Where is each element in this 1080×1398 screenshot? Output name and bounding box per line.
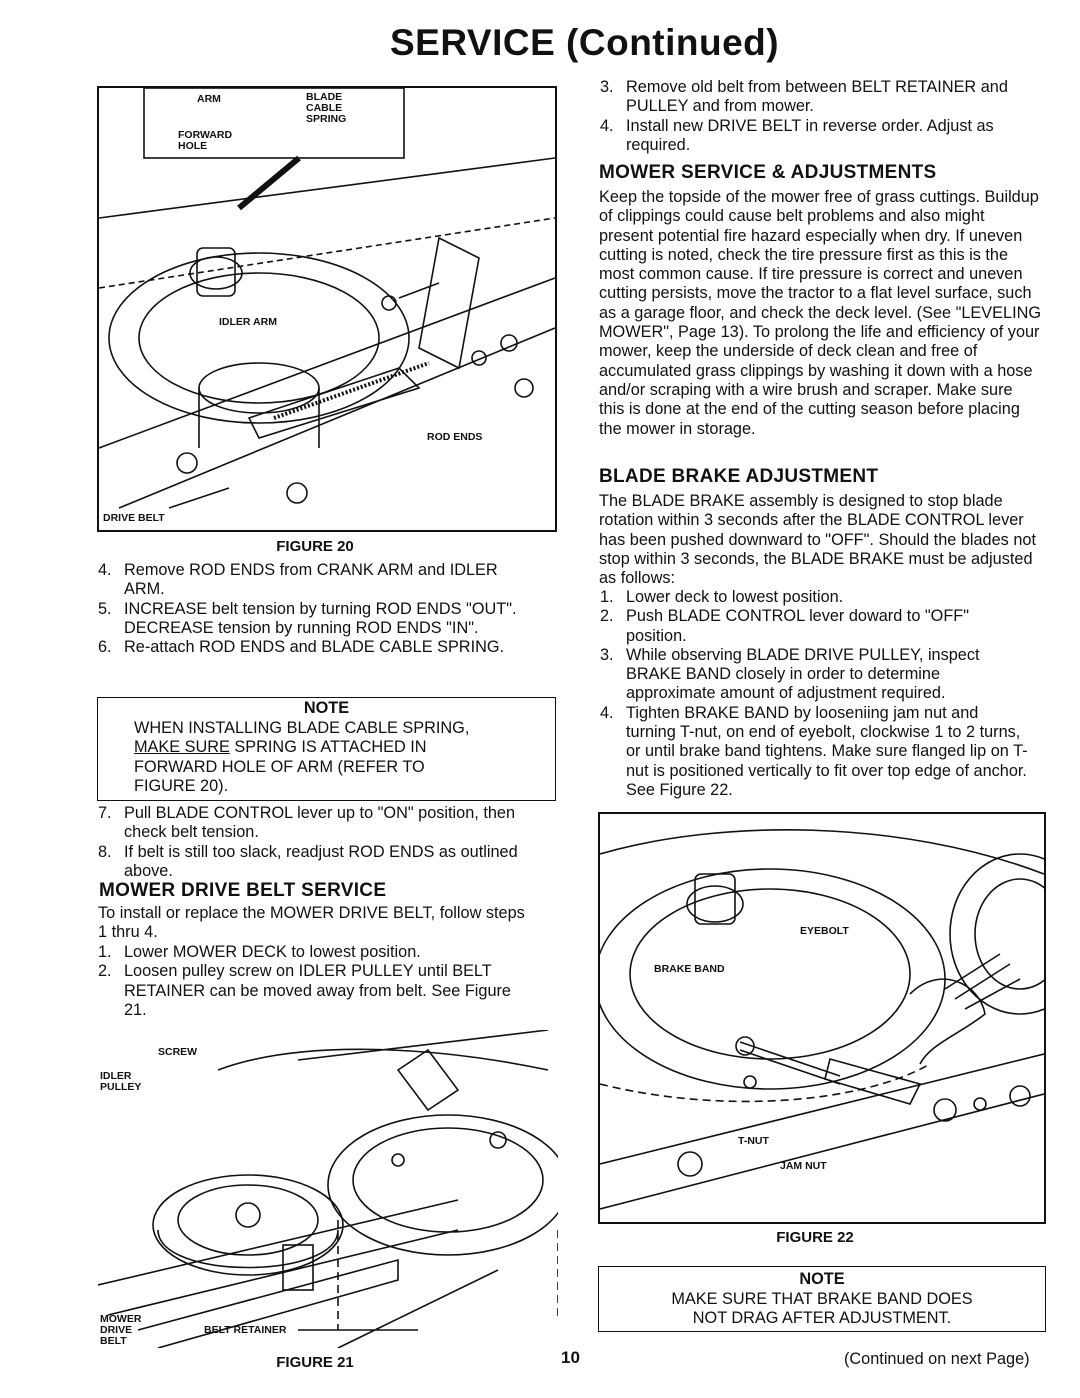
list-item: 1. Lower MOWER DECK to lowest position. [98,943,523,962]
note-box-brake-band: NOTE MAKE SURE THAT BRAKE BAND DOES NOT … [598,1266,1046,1332]
step-number: 2. [98,962,112,981]
fig21-label-idler-pulley: IDLER PULLEY [100,1070,142,1093]
fig21-label-belt-retainer: BELT RETAINER [204,1324,287,1336]
figure-22-caption: FIGURE 22 [776,1229,854,1246]
page-title: SERVICE (Continued) [390,22,780,63]
drive-belt-steps: 1. Lower MOWER DECK to lowest position. 2… [98,943,523,1020]
list-item: 4. Remove ROD ENDS from CRANK ARM and IDL… [98,561,518,600]
note-line: FORWARD HOLE OF ARM (REFER TO [134,757,425,776]
mower-service-body: Keep the topside of the mower free of gr… [599,188,1042,438]
figure-20-illustration: ARM BLADE CABLE SPRING FORWARD HOLE IDLE… [97,86,557,532]
blade-brake-body: The BLADE BRAKE assembly is designed to … [599,492,1036,588]
list-item: 2. Push BLADE CONTROL lever doward to "OF… [600,607,1030,646]
page-number: 10 [561,1348,580,1367]
list-item: 1. Lower deck to lowest position. [600,588,1030,607]
step-number: 6. [98,638,112,657]
step-number: 3. [600,78,614,96]
list-item: 6. Re-attach ROD ENDS and BLADE CABLE SPR… [98,638,518,657]
list-item: 2. Loosen pulley screw on IDLER PULLEY un… [98,962,523,1020]
note-title: NOTE [303,699,350,717]
figure-20-drawing [99,88,555,509]
step-text: INCREASE belt tension by turning ROD END… [124,599,517,637]
rod-end-steps: 4. Remove ROD ENDS from CRANK ARM and IDL… [98,561,518,657]
list-item: 4. Install new DRIVE BELT in reverse orde… [600,117,1045,156]
step-text: Remove old belt from between BELT RETAIN… [626,78,1008,116]
step-number: 1. [600,588,614,606]
fig20-label-forward-hole: FORWARD HOLE [178,129,233,152]
step-text: Remove ROD ENDS from CRANK ARM and IDLER… [124,561,498,599]
step-text: Lower deck to lowest position. [626,588,844,606]
figure-21-illustration: SCREW IDLER PULLEY MOWER DRIVE BELT BELT… [98,1030,558,1348]
list-item: 8. If belt is still too slack, readjust R… [98,843,518,882]
fig22-label-brake-band: BRAKE BAND [654,963,725,975]
fig20-label-rod-ends: ROD ENDS [427,431,483,443]
list-item: 4. Tighten BRAKE BAND by looseniing jam n… [600,704,1030,800]
fig21-label-mower-drive-belt: MOWER DRIVE BELT [100,1313,142,1347]
note-emphasis: MAKE SURE [134,738,230,756]
step-number: 4. [600,116,614,135]
section-heading-blade-brake: BLADE BRAKE ADJUSTMENT [599,466,879,487]
figure-21-caption: FIGURE 21 [276,1354,354,1371]
step-number: 7. [98,804,112,822]
fig22-label-eyebolt: EYEBOLT [800,925,849,937]
step-text: If belt is still too slack, readjust ROD… [124,842,518,880]
continued-footer: (Continued on next Page) [844,1350,1030,1368]
note-line: WHEN INSTALLING BLADE CABLE SPRING, [134,718,470,737]
figure-21-drawing [98,1030,558,1348]
fig20-label-blade-cable-spring: BLADE CABLE SPRING [306,91,347,125]
note-line: MAKE SURE THAT BRAKE BAND DOES [671,1289,973,1308]
belt-tension-steps: 7. Pull BLADE CONTROL lever up to "ON" po… [98,804,518,881]
list-item: 3. While observing BLADE DRIVE PULLEY, in… [600,646,1030,704]
step-number: 2. [600,607,614,626]
step-number: 3. [600,645,614,664]
note-box-blade-cable: NOTE WHEN INSTALLING BLADE CABLE SPRING,… [97,697,556,801]
step-number: 5. [98,599,112,618]
section-heading-mower-service: MOWER SERVICE & ADJUSTMENTS [599,162,937,183]
step-number: 1. [98,943,112,961]
step-text: While observing BLADE DRIVE PULLEY, insp… [626,645,980,703]
step-number: 8. [98,842,112,861]
figure-20-caption: FIGURE 20 [276,538,354,555]
figure-22-drawing [600,829,1044,1210]
fig21-label-screw: SCREW [158,1046,198,1058]
step-text: Push BLADE CONTROL lever doward to "OFF"… [626,607,970,645]
step-text: Pull BLADE CONTROL lever up to "ON" posi… [124,804,516,842]
fig20-label-arm: ARM [197,93,221,105]
note-line: FIGURE 20). [134,777,229,795]
step-text: Re-attach ROD ENDS and BLADE CABLE SPRIN… [124,638,505,657]
note-line: MAKE SURE SPRING IS ATTACHED IN [134,738,427,756]
blade-brake-steps: 1. Lower deck to lowest position. 2. Push … [600,588,1030,800]
list-item: 3. Remove old belt from between BELT RETA… [600,78,1045,117]
section-heading-drive-belt: MOWER DRIVE BELT SERVICE [99,880,387,901]
step-number: 4. [600,703,614,722]
fig20-label-idler-arm: IDLER ARM [219,316,277,328]
belt-replace-steps: 3. Remove old belt from between BELT RETA… [600,78,1045,155]
fig20-label-drive-belt: DRIVE BELT [103,512,165,524]
fig22-label-jam-nut: JAM NUT [780,1160,827,1172]
step-text: Tighten BRAKE BAND by looseniing jam nut… [626,703,1028,799]
step-text: Loosen pulley screw on IDLER PULLEY unti… [124,962,511,1019]
note-line: NOT DRAG AFTER ADJUSTMENT. [692,1309,952,1327]
figure-22-illustration: EYEBOLT BRAKE BAND T-NUT JAM NUT [598,812,1046,1224]
step-text: Install new DRIVE BELT in reverse order.… [626,116,994,154]
drive-belt-intro: To install or replace the MOWER DRIVE BE… [98,904,525,942]
step-number: 4. [98,561,112,579]
note-title: NOTE [799,1270,845,1288]
list-item: 5. INCREASE belt tension by turning ROD E… [98,600,518,639]
step-text: Lower MOWER DECK to lowest position. [124,943,421,961]
list-item: 7. Pull BLADE CONTROL lever up to "ON" po… [98,804,518,843]
fig22-label-t-nut: T-NUT [738,1135,769,1147]
